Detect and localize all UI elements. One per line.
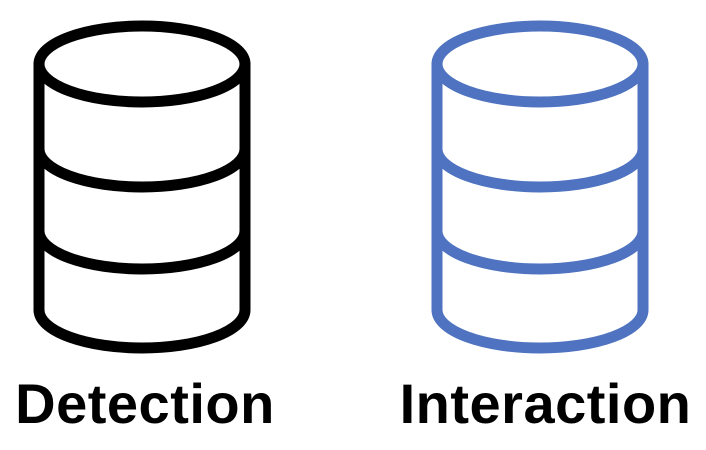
interaction-label: Interaction bbox=[399, 372, 692, 435]
detection-database-icon bbox=[33, 20, 251, 354]
detection-label: Detection bbox=[15, 372, 275, 435]
interaction-database-icon bbox=[431, 20, 649, 354]
